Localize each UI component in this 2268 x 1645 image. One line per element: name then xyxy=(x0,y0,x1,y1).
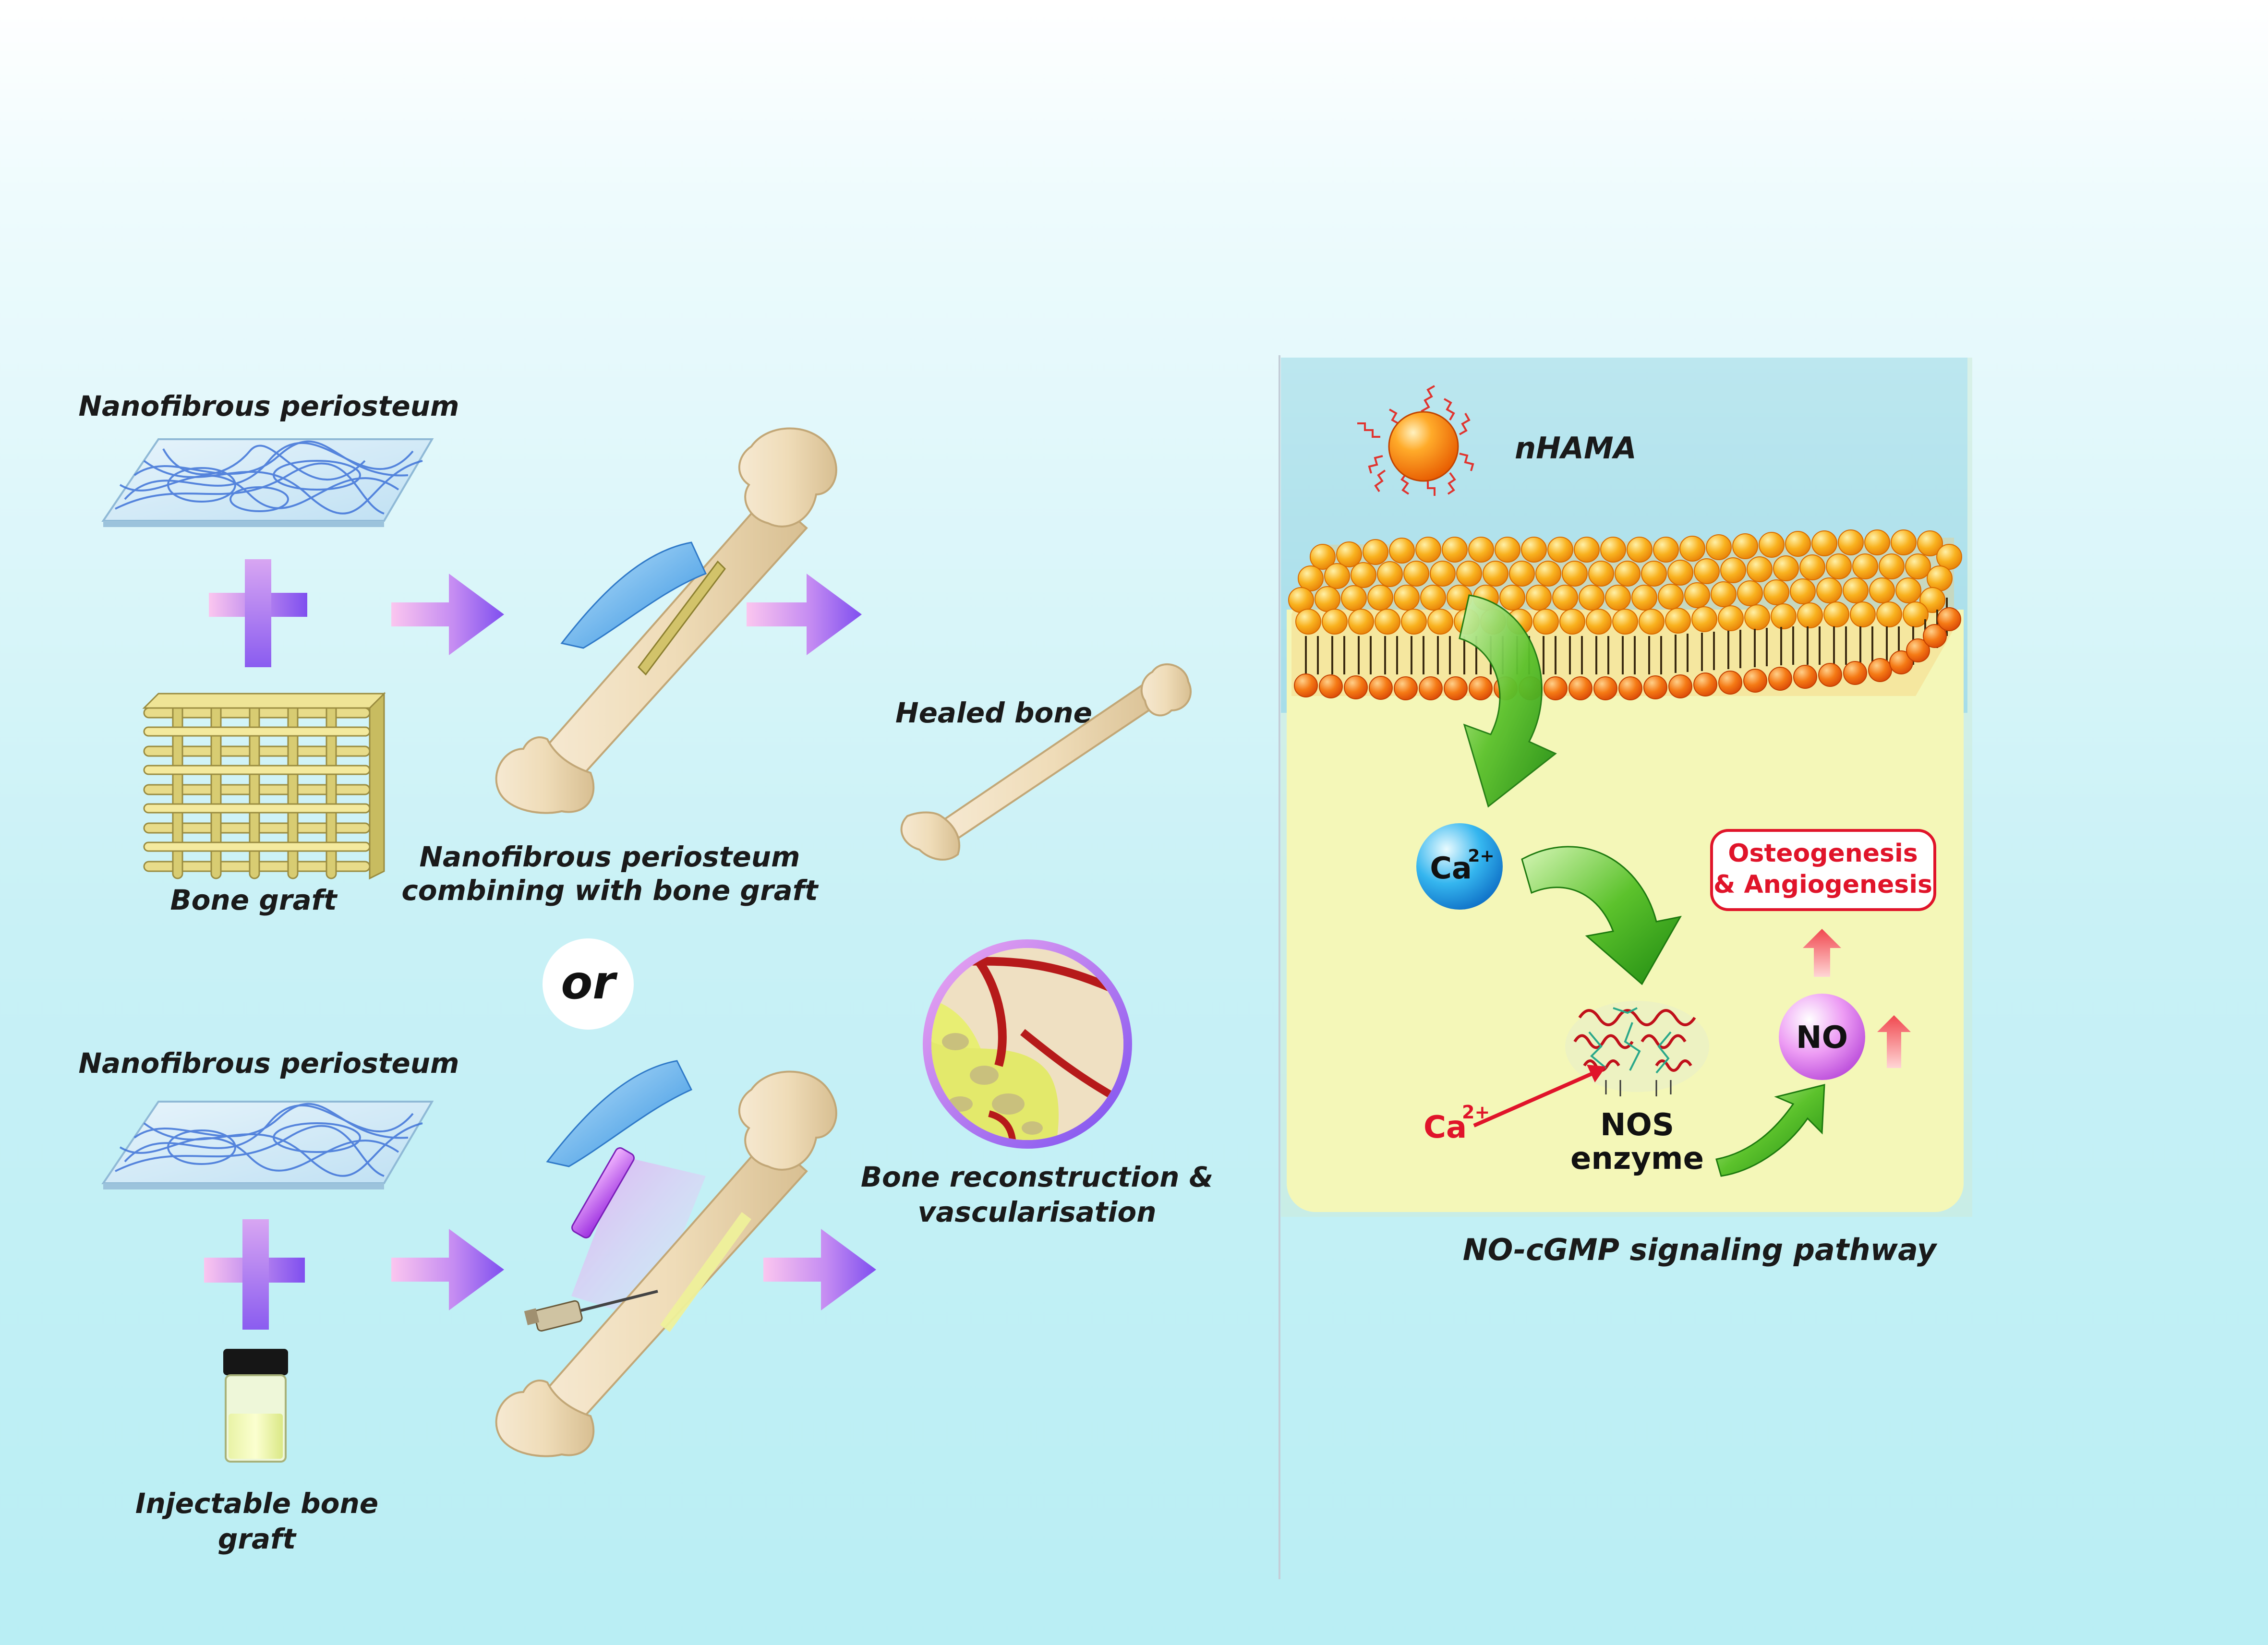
bone-with-injection xyxy=(495,1060,837,1457)
nitric-oxide: NO xyxy=(1779,994,1865,1080)
label-nhama: nHAMA xyxy=(1515,431,1637,466)
bone-graft-lattice xyxy=(142,692,386,880)
arrow-to-reconstruction xyxy=(763,1229,876,1310)
label-outcome-line2: & Angiogenesis xyxy=(1713,870,1932,899)
label-periosteum-bottom: Nanofibrous periosteum xyxy=(79,1047,459,1080)
bone-with-periosteum xyxy=(495,427,837,814)
label-outcome-line1: Osteogenesis xyxy=(1728,839,1918,868)
label-ca-top: Ca xyxy=(1430,851,1472,886)
label-pathway-caption: NO-cGMP signaling pathway xyxy=(1463,1232,1938,1267)
label-injectable-line2: graft xyxy=(218,1523,297,1555)
or-badge: or xyxy=(543,938,634,1030)
arrow-nos-to-no xyxy=(1715,1084,1825,1177)
cell-membrane xyxy=(1288,529,1962,700)
label-injectable-line1: Injectable bone xyxy=(135,1487,378,1520)
label-or: or xyxy=(561,956,618,1009)
label-healed-bone: Healed bone xyxy=(895,696,1092,729)
label-nos-line1: NOS xyxy=(1600,1107,1674,1143)
label-combined-line2: combining with bone graft xyxy=(401,874,819,907)
arrow-to-healed xyxy=(747,574,862,655)
up-arrow-to-outcome xyxy=(1803,929,1841,977)
healed-bone xyxy=(900,663,1192,861)
label-combined-line1: Nanofibrous periosteum xyxy=(420,841,800,873)
uv-lamp xyxy=(571,1147,635,1238)
vascularised-bone-inset xyxy=(923,939,1132,1149)
plus-icon-bottom xyxy=(204,1219,305,1330)
label-bone-graft: Bone graft xyxy=(170,884,338,916)
nanofiber-sheet-bottom xyxy=(101,1101,434,1189)
plus-icon-top xyxy=(209,559,307,667)
label-ca-top-sup: 2+ xyxy=(1468,846,1494,866)
label-periosteum-top: Nanofibrous periosteum xyxy=(79,390,459,422)
outcome-box: Osteogenesis & Angiogenesis xyxy=(1710,829,1936,911)
label-reconstruction-line2: vascularisation xyxy=(917,1196,1156,1228)
label-ca-red: Ca xyxy=(1424,1110,1467,1145)
ca-binding-pointer xyxy=(1473,1065,1606,1128)
nanofiber-sheet-top xyxy=(101,438,434,527)
calcium-ion: Ca 2+ xyxy=(1416,823,1503,910)
nhama-particle xyxy=(1357,385,1474,496)
label-no: NO xyxy=(1796,1020,1848,1056)
up-arrow-no-increase xyxy=(1877,1015,1911,1068)
uptake-arrow xyxy=(1459,594,1557,808)
syringe xyxy=(524,1290,658,1332)
injectable-vial xyxy=(223,1349,288,1463)
arrow-to-injection xyxy=(391,1229,504,1310)
label-nos-line2: enzyme xyxy=(1570,1141,1704,1177)
arrow-ca-to-nos xyxy=(1521,846,1682,985)
label-reconstruction-line1: Bone reconstruction & xyxy=(861,1161,1213,1193)
arrow-to-combined xyxy=(391,574,504,655)
